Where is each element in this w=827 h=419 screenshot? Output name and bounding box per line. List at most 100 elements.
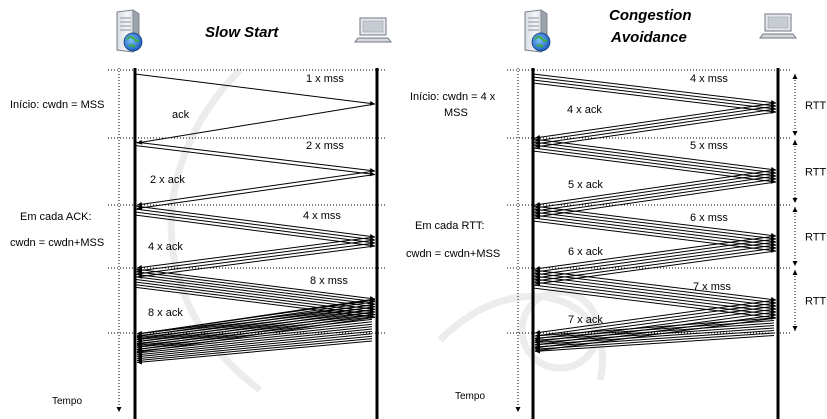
ack-arrow [136, 316, 373, 346]
ca-note-inicio-line2: MSS [444, 107, 468, 119]
segment-arrow [134, 145, 376, 177]
laptop-base [759, 33, 797, 39]
ack-label: 7 x ack [568, 314, 603, 326]
segment-arrow [532, 79, 777, 111]
ack-arrow [534, 172, 777, 210]
rtt-label: RTT [805, 167, 826, 179]
ack-arrow [136, 330, 373, 357]
ack-arrow [534, 305, 777, 341]
segment-arrow [134, 271, 376, 304]
globe-land [126, 36, 140, 48]
time-label-left: Tempo [52, 396, 82, 407]
ack-arrow [534, 241, 777, 277]
segment-arrow [134, 214, 376, 248]
ack-arrow [136, 299, 376, 336]
ack-arrow [136, 311, 373, 342]
mss-label: 4 x mss [690, 73, 728, 85]
segment-arrow [532, 284, 777, 317]
segment-arrow [134, 276, 376, 309]
ack-arrow [534, 111, 777, 149]
ack-arrow [136, 340, 373, 365]
ack-arrow [136, 304, 373, 336]
ack-arrow [534, 105, 777, 143]
ack-arrow [534, 332, 775, 352]
ack-arrow [136, 328, 373, 355]
segment-arrow [532, 73, 777, 105]
ack-label: 6 x ack [568, 246, 603, 258]
mss-label: 7 x mss [693, 281, 731, 293]
segment-arrow [134, 208, 376, 242]
segment-arrow [532, 208, 777, 241]
ack-arrow [136, 333, 373, 359]
ack-arrow [136, 170, 376, 207]
rtt-label: RTT [805, 296, 826, 308]
ack-arrow [136, 314, 373, 344]
segment-arrow [532, 214, 777, 247]
ack-arrow [136, 306, 376, 344]
ack-arrow [136, 309, 373, 340]
globe [123, 32, 143, 52]
ack-arrow [136, 318, 373, 348]
laptop-base [354, 37, 392, 43]
laptop-icon [354, 17, 392, 43]
ack-arrow [136, 239, 376, 273]
ack-label: ack [172, 109, 190, 121]
congestion-messages [532, 73, 777, 354]
ack-arrow [136, 338, 373, 363]
segment-arrow [532, 150, 777, 184]
slow-start-messages [134, 73, 376, 365]
segment-arrow [532, 272, 777, 305]
segment-arrow [532, 275, 777, 308]
ack-arrow [534, 235, 777, 271]
ack-arrow [534, 175, 777, 213]
mss-label: 2 x mss [306, 140, 344, 152]
mss-label: 1 x mss [306, 73, 344, 85]
ack-arrow [534, 327, 775, 347]
mss-label: 4 x mss [303, 210, 341, 222]
server-globe-icon [116, 9, 143, 53]
time-label-right: Tempo [455, 391, 485, 402]
segment-arrow [532, 211, 777, 244]
ack-arrow [136, 236, 376, 270]
globe [531, 32, 551, 52]
laptop-display [362, 20, 384, 33]
ack-arrow [136, 321, 373, 350]
congestion-title-line2: Avoidance [610, 29, 687, 46]
segment-arrow [134, 73, 376, 106]
ack-label: 8 x ack [148, 307, 183, 319]
ack-arrow [136, 326, 373, 354]
ack-arrow [534, 325, 775, 345]
segment-arrow [532, 217, 777, 250]
segment-arrow [532, 278, 777, 311]
ack-label: 4 x ack [148, 241, 183, 253]
segment-arrow [532, 269, 777, 302]
ca-note-formula: cwdn = cwdn+MSS [406, 248, 500, 260]
laptop-icon [759, 13, 797, 39]
segment-arrow [532, 141, 777, 175]
ack-arrow [534, 178, 777, 216]
ack-arrow [136, 245, 376, 279]
ack-arrow [534, 238, 777, 274]
ack-label: 4 x ack [567, 104, 602, 116]
segment-arrow [532, 281, 777, 314]
ack-arrow [534, 335, 775, 354]
ack-arrow [534, 169, 777, 207]
segment-arrow [134, 268, 376, 301]
ack-arrow [534, 108, 777, 146]
ss-note-formula: cwdn = cwdn+MSS [10, 237, 104, 249]
slow-start-labels: 1 x mss ack 2 x mss 2 x ack 4 x mss 4 x ack 8 … [148, 73, 348, 319]
laptop-display [767, 16, 789, 29]
segment-arrow [532, 205, 777, 238]
ack-arrow [534, 302, 777, 338]
segment-arrow [532, 144, 777, 178]
ack-arrow [136, 323, 373, 352]
ss-note-em-cada: Em cada ACK: [20, 211, 92, 223]
ca-note-inicio: Início: cwdn = 4 x [410, 91, 496, 103]
ack-arrow [136, 335, 373, 361]
ack-label: 2 x ack [150, 174, 185, 186]
globe-land [534, 36, 548, 48]
slow-start-title: Slow Start [205, 24, 279, 41]
segment-arrow [532, 220, 777, 253]
